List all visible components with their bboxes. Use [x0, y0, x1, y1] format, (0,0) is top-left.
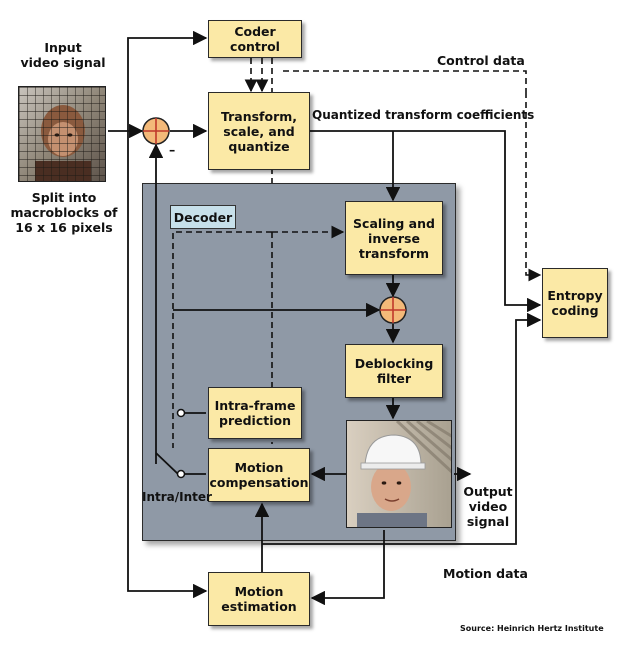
source-credit: Source: Heinrich Hertz Institute [460, 624, 604, 633]
transform-line-3: quantize [228, 138, 290, 154]
motion-est-line-1: Motion [234, 584, 284, 599]
adder-node [379, 296, 407, 324]
output-frame-image [347, 421, 451, 527]
transform-line-1: Transform, [220, 108, 298, 124]
motion-comp-line-2: compensation [209, 475, 309, 490]
switch-contact-inter [176, 469, 186, 479]
intra-line-1: Intra-frame [214, 398, 296, 413]
transform-line-2: scale, and [223, 123, 295, 139]
deblocking-line-1: Deblocking [354, 356, 434, 371]
input-video-title: Input video signal [14, 40, 112, 70]
input-title-line-1: Input [44, 40, 82, 55]
switch-contact-intra [176, 408, 186, 418]
entropy-line-1: Entropy [547, 288, 603, 303]
motion-est-line-2: estimation [221, 599, 297, 614]
intra-inter-label: Intra/Inter [142, 490, 212, 504]
subtract-node [142, 117, 170, 145]
input-video-frame [18, 86, 106, 182]
intra-frame-prediction-block: Intra-frame prediction [208, 387, 302, 439]
quantized-coefficients-label: Quantized transform coefficients [312, 108, 535, 122]
output-line-1: Output [463, 484, 513, 499]
split-macroblocks-caption: Split into macroblocks of 16 x 16 pixels [4, 190, 124, 235]
deblocking-filter-block: Deblocking filter [345, 344, 443, 398]
scaling-line-1: Scaling and [353, 215, 435, 231]
output-line-3: signal [466, 514, 510, 529]
coder-control-label: Coder control [230, 24, 280, 54]
motion-data-label: Motion data [443, 566, 528, 581]
motion-comp-line-1: Motion [234, 460, 284, 475]
entropy-line-2: coding [551, 303, 599, 318]
control-data-label: Control data [437, 53, 525, 68]
split-line-2: macroblocks of [10, 205, 118, 220]
scaling-inverse-transform-block: Scaling and inverse transform [345, 201, 443, 275]
split-line-3: 16 x 16 pixels [15, 220, 113, 235]
intra-line-2: prediction [219, 413, 291, 428]
scaling-line-2: inverse [368, 230, 420, 246]
split-line-1: Split into [31, 190, 97, 205]
motion-compensation-block: Motion compensation [208, 448, 310, 502]
scaling-line-3: transform [358, 245, 430, 261]
input-title-line-2: video signal [20, 55, 106, 70]
coder-control-block: Coder control [208, 20, 302, 58]
output-video-frame [346, 420, 452, 528]
output-line-2: video [468, 499, 508, 514]
decoder-label: Decoder [170, 205, 236, 229]
transform-block: Transform, scale, and quantize [208, 92, 310, 170]
input-frame-image [19, 87, 105, 181]
entropy-coding-block: Entropy coding [542, 268, 608, 338]
output-video-label: Output video signal [458, 484, 518, 529]
minus-sign-label: – [169, 142, 176, 157]
deblocking-line-2: filter [376, 371, 412, 386]
motion-estimation-block: Motion estimation [208, 572, 310, 626]
